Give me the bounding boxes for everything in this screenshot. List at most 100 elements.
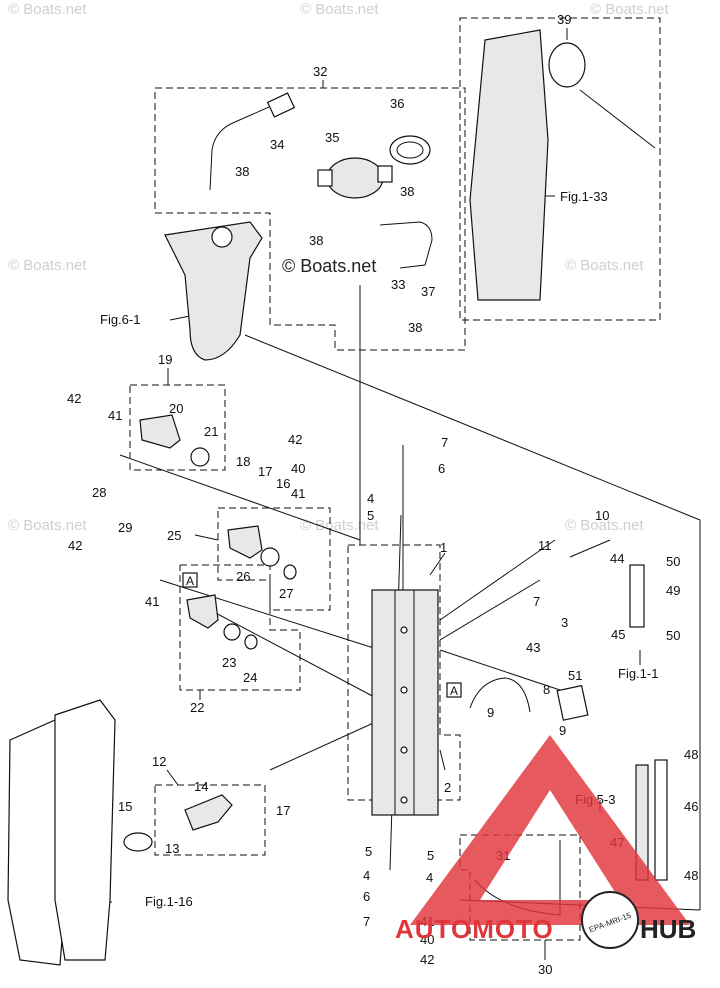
gasket-fig-1-16-b <box>54 699 116 961</box>
callout-26: 26 <box>236 569 250 584</box>
group-39-outline <box>459 17 661 321</box>
o-ring-23 <box>223 623 241 641</box>
o-ring-24 <box>244 634 258 650</box>
watermark: © Boats.net <box>590 1 669 18</box>
fig-ref-1-1: Fig.1-1 <box>618 666 658 681</box>
brand-logo: AUTOMOTO HUB EPA-MRI-15 <box>395 735 696 949</box>
view-marker-a: A <box>450 684 458 698</box>
callout-10: 10 <box>595 508 609 523</box>
callout-1: 1 <box>440 540 447 555</box>
callout-42: 42 <box>288 432 302 447</box>
callout-46: 46 <box>684 799 698 814</box>
pressure-plate-fig-1-33 <box>469 29 549 301</box>
logo-text-hub: HUB <box>640 914 696 944</box>
figure-references: Fig.1-33 Fig.6-1 Fig.1-1 Fig.5-3 Fig.1-1… <box>100 189 658 909</box>
callout-3: 3 <box>561 615 568 630</box>
callout-27: 27 <box>279 586 293 601</box>
callout-4: 4 <box>367 491 374 506</box>
callout-38: 38 <box>235 164 249 179</box>
callout-49: 49 <box>666 583 680 598</box>
callout-23: 23 <box>222 655 236 670</box>
callout-18: 18 <box>236 454 250 469</box>
callout-22: 22 <box>190 700 204 715</box>
callout-42: 42 <box>420 952 434 967</box>
callout-12: 12 <box>152 754 166 769</box>
callout-38: 38 <box>408 320 422 335</box>
callout-9: 9 <box>559 723 566 738</box>
separator-cap <box>211 226 233 248</box>
callout-36: 36 <box>390 96 404 111</box>
callout-20: 20 <box>169 401 183 416</box>
pipe-49 <box>629 564 645 628</box>
callout-24: 24 <box>243 670 257 685</box>
callout-21: 21 <box>204 424 218 439</box>
callout-37: 37 <box>421 284 435 299</box>
callout-41: 41 <box>145 594 159 609</box>
callout-6: 6 <box>438 461 445 476</box>
epa-stamp <box>581 891 639 949</box>
callout-39: 39 <box>557 12 571 27</box>
filter-inlet <box>317 169 333 187</box>
view-marker-box <box>182 572 198 588</box>
injector-20 <box>139 414 181 449</box>
callout-38: 38 <box>400 184 414 199</box>
logo-triangle <box>410 735 690 925</box>
watermark: © Boats.net <box>8 1 87 18</box>
o-ring-27 <box>283 564 297 580</box>
callout-48: 48 <box>684 747 698 762</box>
view-marker-box <box>446 682 462 698</box>
callout-30: 30 <box>538 962 552 977</box>
view-marker-a: A <box>186 574 194 588</box>
callout-9: 9 <box>487 705 494 720</box>
callout-48: 48 <box>684 868 698 883</box>
callout-17: 17 <box>258 464 272 479</box>
callout-45: 45 <box>611 627 625 642</box>
callout-7: 7 <box>363 914 370 929</box>
callout-44: 44 <box>610 551 624 566</box>
group-30-outline <box>459 834 581 941</box>
rod-46 <box>654 759 668 881</box>
o-ring-26 <box>260 547 280 567</box>
callout-38: 38 <box>309 233 323 248</box>
callout-14: 14 <box>194 779 208 794</box>
group-25-outline <box>217 507 331 611</box>
label-51 <box>556 684 589 721</box>
fuel-rail-1 <box>371 589 439 816</box>
view-markers: A A <box>182 572 462 698</box>
callout-42: 42 <box>68 538 82 553</box>
callout-6: 6 <box>363 889 370 904</box>
callout-25: 25 <box>167 528 181 543</box>
callout-17: 17 <box>276 803 290 818</box>
callout-4: 4 <box>426 870 433 885</box>
fuel-filter-35 <box>326 157 384 199</box>
watermark: © Boats.net <box>8 517 87 534</box>
callout-50: 50 <box>666 554 680 569</box>
callout-7: 7 <box>441 435 448 450</box>
callout-16: 16 <box>276 476 290 491</box>
center-watermark: © Boats.net <box>282 256 376 276</box>
callout-7: 7 <box>533 594 540 609</box>
callout-34: 34 <box>270 137 284 152</box>
callout-43: 43 <box>526 640 540 655</box>
hose-8 <box>469 677 531 713</box>
callout-5: 5 <box>427 848 434 863</box>
callout-40: 40 <box>291 461 305 476</box>
callout-5: 5 <box>367 508 374 523</box>
callout-50: 50 <box>666 628 680 643</box>
o-ring-36 <box>389 135 431 165</box>
hose-37 <box>379 221 433 269</box>
callout-42: 42 <box>67 391 81 406</box>
group-19-outline <box>129 384 226 471</box>
callout-41: 41 <box>108 408 122 423</box>
callout-5: 5 <box>365 844 372 859</box>
filter-outlet <box>377 165 393 183</box>
callout-15: 15 <box>118 799 132 814</box>
callout-8: 8 <box>543 682 550 697</box>
group-1-outline <box>347 544 461 801</box>
fig-ref-6-1: Fig.6-1 <box>100 312 140 327</box>
callout-40: 40 <box>420 932 434 947</box>
callout-19: 19 <box>158 352 172 367</box>
group-32-outline <box>154 87 466 351</box>
